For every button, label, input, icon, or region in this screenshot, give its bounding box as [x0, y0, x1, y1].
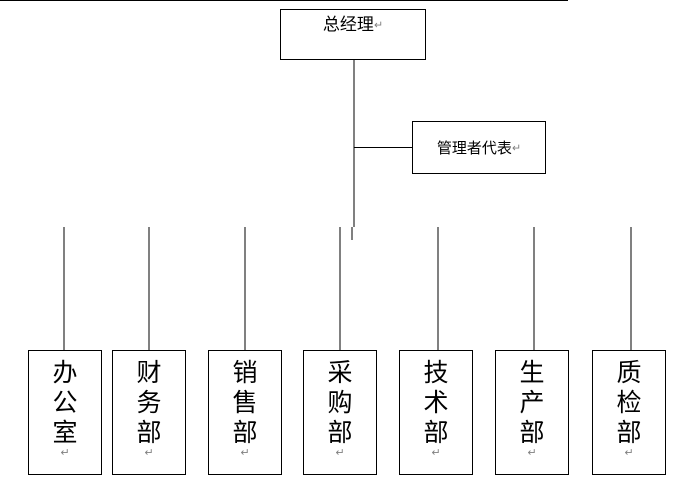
connector-department-bus	[0, 0, 568, 1]
dept-char: 部	[519, 419, 545, 447]
connector-stem-stub	[351, 227, 353, 240]
connector-drop-3	[244, 227, 246, 350]
dept-char: 部	[136, 419, 162, 447]
node-general-manager[interactable]: 总经理↵	[280, 9, 426, 60]
dept-char: 办	[52, 359, 78, 387]
node-department-label: 销 售 部 ↵	[209, 351, 281, 474]
dept-char: 术	[423, 389, 449, 417]
connector-drop-1	[63, 227, 65, 350]
dept-char: 售	[232, 389, 258, 417]
pilcrow-icon: ↵	[431, 447, 441, 459]
connector-gm-vertical	[353, 60, 355, 227]
node-department-quality-inspection[interactable]: 质 检 部 ↵	[592, 350, 666, 475]
node-general-manager-label: 总经理↵	[281, 10, 425, 37]
connector-drop-5	[437, 227, 439, 350]
dept-char: 质	[616, 359, 642, 387]
dept-char: 部	[423, 419, 449, 447]
dept-char: 部	[232, 419, 258, 447]
node-department-sales[interactable]: 销 售 部 ↵	[208, 350, 282, 475]
node-department-procurement[interactable]: 采 购 部 ↵	[303, 350, 377, 475]
node-department-office[interactable]: 办 公 室 ↵	[28, 350, 102, 475]
dept-char: 部	[616, 419, 642, 447]
connector-drop-4	[339, 227, 341, 350]
connector-drop-7	[630, 227, 632, 350]
dept-char: 务	[136, 389, 162, 417]
pilcrow-icon: ↵	[624, 447, 634, 459]
node-department-production[interactable]: 生 产 部 ↵	[495, 350, 569, 475]
connector-drop-6	[533, 227, 535, 350]
dept-char: 财	[136, 359, 162, 387]
pilcrow-icon: ↵	[144, 447, 154, 459]
dept-char: 采	[327, 359, 353, 387]
dept-char: 部	[327, 419, 353, 447]
node-general-manager-text: 总经理	[322, 15, 374, 34]
dept-char: 技	[423, 359, 449, 387]
node-department-label: 财 务 部 ↵	[113, 351, 185, 474]
pilcrow-icon: ↵	[511, 142, 522, 155]
pilcrow-icon: ↵	[60, 447, 70, 459]
node-management-representative[interactable]: 管理者代表↵	[412, 121, 546, 174]
pilcrow-icon: ↵	[527, 447, 537, 459]
node-management-representative-text: 管理者代表	[436, 140, 512, 157]
pilcrow-icon: ↵	[335, 447, 345, 459]
dept-char: 购	[327, 389, 353, 417]
node-department-label: 质 检 部 ↵	[593, 351, 665, 474]
dept-char: 生	[519, 359, 545, 387]
node-department-finance[interactable]: 财 务 部 ↵	[112, 350, 186, 475]
dept-char: 检	[616, 389, 642, 417]
pilcrow-icon: ↵	[373, 19, 384, 32]
pilcrow-icon: ↵	[240, 447, 250, 459]
dept-char: 公	[52, 389, 78, 417]
dept-char: 室	[52, 419, 78, 447]
node-department-label: 办 公 室 ↵	[29, 351, 101, 474]
node-department-technology[interactable]: 技 术 部 ↵	[399, 350, 473, 475]
node-department-label: 采 购 部 ↵	[304, 351, 376, 474]
node-department-label: 生 产 部 ↵	[496, 351, 568, 474]
node-management-representative-label: 管理者代表↵	[413, 122, 545, 176]
node-department-label: 技 术 部 ↵	[400, 351, 472, 474]
connector-management-rep-branch	[354, 147, 412, 148]
dept-char: 销	[232, 359, 258, 387]
dept-char: 产	[519, 389, 545, 417]
connector-drop-2	[148, 227, 150, 350]
